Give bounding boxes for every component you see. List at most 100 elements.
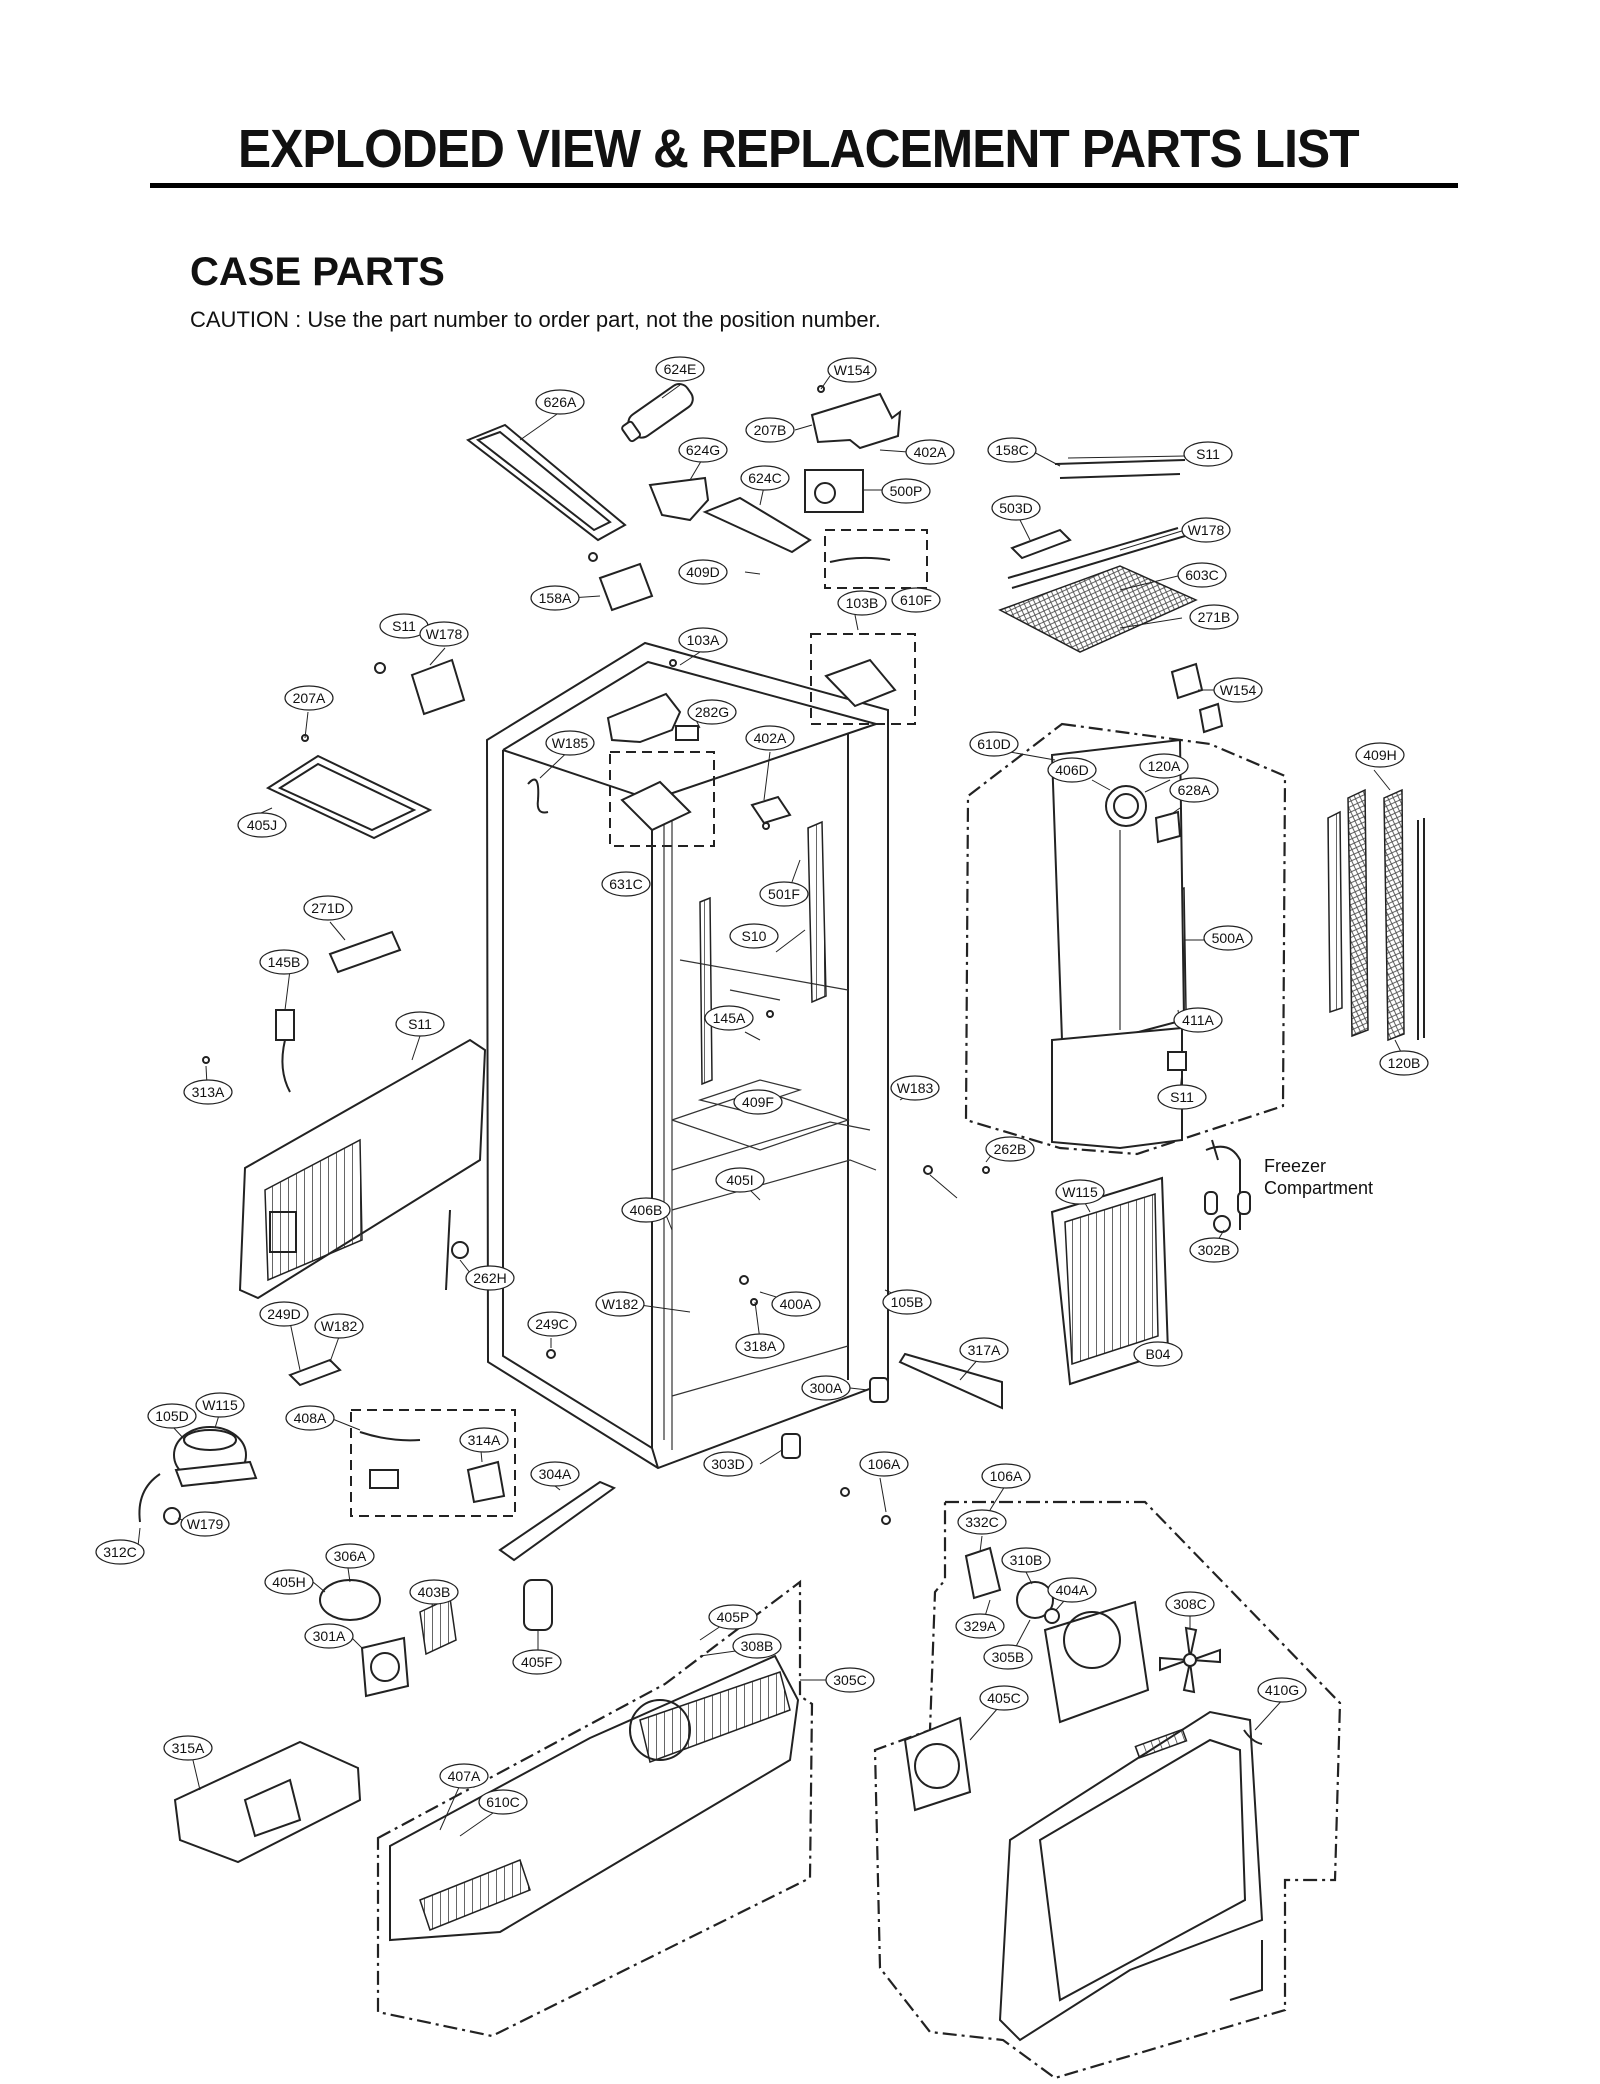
callout-text: 308C <box>1173 1596 1206 1612</box>
callout-text: 624C <box>748 470 781 486</box>
callout-text: 303D <box>711 1456 744 1472</box>
callout-105d: 105D <box>147 1403 197 1429</box>
callout-bubble <box>704 1005 754 1031</box>
callout-103b: 103B <box>837 590 887 616</box>
callout-402a: 402A <box>905 439 955 465</box>
callout-610d: 610D <box>969 731 1019 757</box>
callout-text: 403B <box>418 1584 451 1600</box>
callout-text: S11 <box>1196 446 1220 462</box>
callout-bubble <box>1055 1179 1105 1205</box>
callout-120b: 120B <box>1379 1050 1429 1076</box>
callout-bubble <box>163 1735 213 1761</box>
callout-s11: S11 <box>1183 441 1233 467</box>
callout-text: 410G <box>1265 1682 1299 1698</box>
callout-text: 120B <box>1388 1055 1421 1071</box>
section-title: CASE PARTS <box>190 250 445 294</box>
callout-bubble <box>891 587 941 613</box>
callout-bubble <box>409 1579 459 1605</box>
callout-text: 305B <box>992 1649 1025 1665</box>
callout-158c: 158C <box>987 437 1037 463</box>
callout-w178: W178 <box>1181 517 1231 543</box>
fasteners <box>202 385 1003 1525</box>
callout-271b: 271B <box>1189 604 1239 630</box>
callout-text: 411A <box>1182 1012 1214 1028</box>
callout-603c: 603C <box>1177 562 1227 588</box>
callout-400a: 400A <box>771 1291 821 1317</box>
callout-402a: 402A <box>745 725 795 751</box>
callout-271d: 271D <box>303 895 353 921</box>
callout-409f: 409F <box>733 1089 783 1115</box>
callout-303d: 303D <box>703 1451 753 1477</box>
callout-406b: 406B <box>621 1197 671 1223</box>
callout-bubble <box>1257 1677 1307 1703</box>
callout-text: 318A <box>744 1338 777 1354</box>
callout-bubble <box>745 417 795 443</box>
callout-bubble <box>264 1569 314 1595</box>
callout-text: W182 <box>321 1318 358 1334</box>
callout-text: 405H <box>272 1574 305 1590</box>
callout-bubble <box>325 1543 375 1569</box>
callout-text: W183 <box>897 1080 934 1096</box>
callout-405j: 405J <box>237 812 287 838</box>
callout-bubble <box>1213 677 1263 703</box>
callout-text: 317A <box>968 1342 1001 1358</box>
callout-bubble <box>303 895 353 921</box>
callout-314a: 314A <box>459 1427 509 1453</box>
callout-text: W178 <box>426 626 463 642</box>
callout-text: 158A <box>539 590 572 606</box>
callout-text: 145B <box>268 954 301 970</box>
callout-text: 406B <box>630 1202 663 1218</box>
left-parts <box>138 930 617 1864</box>
callout-text: 302B <box>1198 1242 1231 1258</box>
callout-bubble <box>735 1333 785 1359</box>
callout-bubble <box>859 1451 909 1477</box>
callout-bubble <box>733 1089 783 1115</box>
callout-405p: 405P <box>708 1604 758 1630</box>
callout-text: 120A <box>1148 758 1181 774</box>
callout-bubble <box>1181 517 1231 543</box>
callout-405f: 405F <box>512 1649 562 1675</box>
callout-text: 271B <box>1198 609 1231 625</box>
callout-text: 300A <box>810 1380 843 1396</box>
callout-626a: 626A <box>535 389 585 415</box>
callout-text: 405I <box>726 1172 753 1188</box>
callout-bubble <box>991 495 1041 521</box>
callout-text: W115 <box>1062 1184 1098 1200</box>
callout-bubble <box>955 1613 1005 1639</box>
callout-610c: 610C <box>478 1789 528 1815</box>
callout-308b: 308B <box>732 1633 782 1659</box>
callout-bubble <box>1203 925 1253 951</box>
callout-bubble <box>1165 1591 1215 1617</box>
callout-bubble <box>1157 1084 1207 1110</box>
callout-text: 103A <box>687 632 720 648</box>
callout-text: 501F <box>768 886 800 902</box>
callout-bubble <box>545 730 595 756</box>
callout-text: 315A <box>172 1740 205 1756</box>
callout-bubble <box>678 627 728 653</box>
callout-text: W178 <box>1188 522 1225 538</box>
callout-text: 306A <box>334 1548 367 1564</box>
callout-249c: 249C <box>527 1311 577 1337</box>
callout-w115: W115 <box>1055 1179 1105 1205</box>
callout-text: 408A <box>294 1410 327 1426</box>
freezer-panel <box>1050 738 1187 1150</box>
callout-bubble <box>530 1461 580 1487</box>
callout-262b: 262B <box>985 1136 1035 1162</box>
callout-409d: 409D <box>678 559 728 585</box>
callout-308c: 308C <box>1165 1591 1215 1617</box>
callout-b04: B04 <box>1133 1341 1183 1367</box>
callout-text: 262B <box>994 1141 1027 1157</box>
callout-bubble <box>1379 1050 1429 1076</box>
page-title: EXPLODED VIEW & REPLACEMENT PARTS LIST <box>238 119 1360 179</box>
callout-text: 262H <box>473 1270 506 1286</box>
callout-text: 105B <box>891 1294 924 1310</box>
callout-text: W115 <box>202 1397 238 1413</box>
callout-bubble <box>1047 1577 1097 1603</box>
callout-304a: 304A <box>530 1461 580 1487</box>
callout-bubble <box>595 1291 645 1317</box>
callout-w178: W178 <box>419 621 469 647</box>
callout-bubble <box>535 389 585 415</box>
callout-bubble <box>527 1311 577 1337</box>
callout-text: 610D <box>977 736 1010 752</box>
top-parts <box>265 383 902 840</box>
